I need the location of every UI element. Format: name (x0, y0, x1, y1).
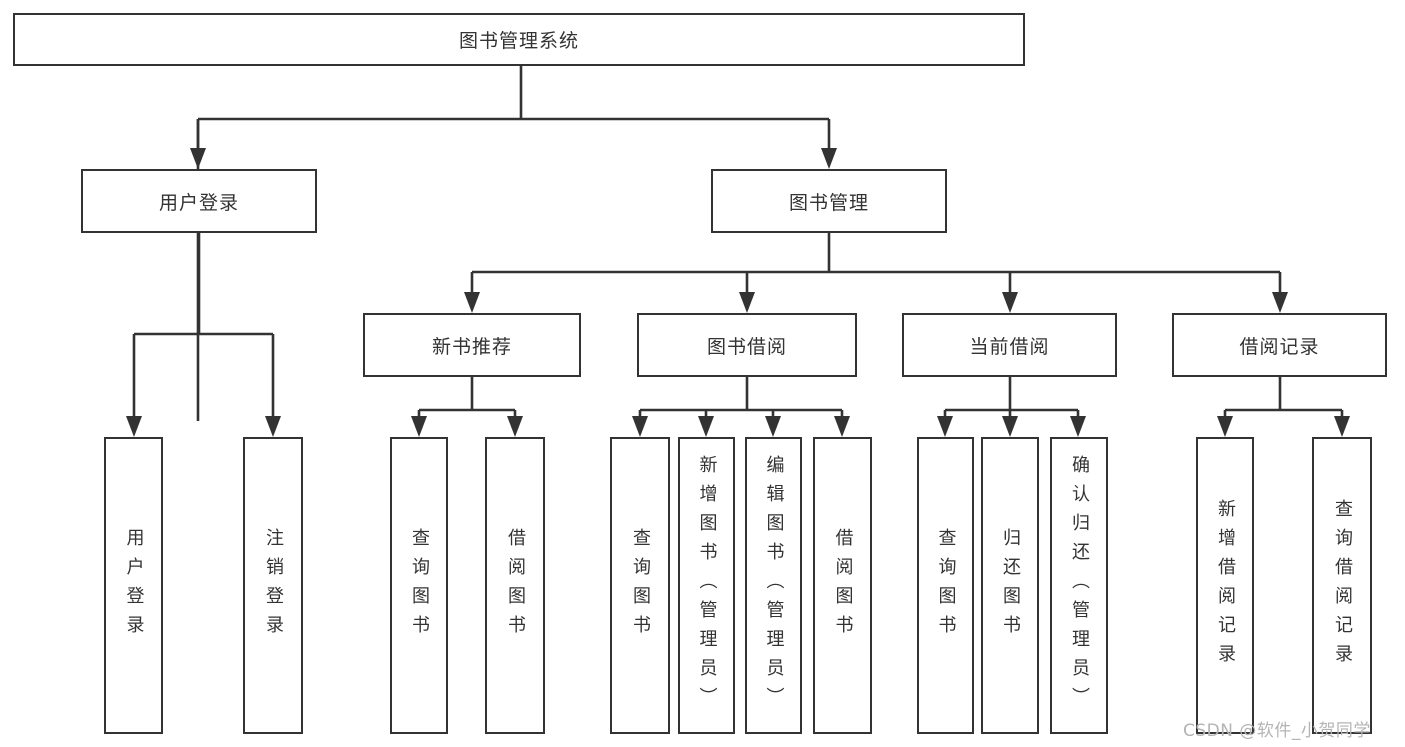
leaf-add-book-admin: 新增图书（管理员） (678, 437, 735, 734)
arrowhead (698, 416, 714, 437)
node-current-borrowing: 当前借阅 (902, 313, 1117, 377)
arrowhead (632, 416, 648, 437)
leaf-query-borrow-record: 查询借阅记录 (1312, 437, 1372, 734)
leaf-user-login: 用户登录 (104, 437, 163, 734)
csdn-watermark: CSDN @软件_小贺同学 (1183, 721, 1371, 741)
arrowhead (739, 292, 755, 313)
node-book-management: 图书管理 (711, 169, 947, 233)
node-library-management-system: 图书管理系统 (13, 13, 1025, 66)
arrowhead (1070, 416, 1086, 437)
leaf-borrow-books: 借阅图书 (813, 437, 872, 734)
arrowhead (411, 416, 427, 437)
leaf-borrow-books-recommend: 借阅图书 (485, 437, 545, 734)
leaf-confirm-return-admin: 确认归还（管理员） (1050, 437, 1108, 734)
arrowhead (1002, 292, 1018, 313)
arrowhead (834, 416, 850, 437)
arrowhead (126, 416, 142, 437)
arrowhead (190, 148, 206, 169)
leaf-edit-book-admin: 编辑图书（管理员） (745, 437, 802, 734)
arrowhead (1334, 416, 1350, 437)
leaf-query-books-borrow: 查询图书 (610, 437, 670, 734)
leaf-return-books: 归还图书 (981, 437, 1039, 734)
arrowhead (937, 416, 953, 437)
arrowhead (1272, 292, 1288, 313)
leaf-query-books-recommend: 查询图书 (390, 437, 448, 734)
leaf-add-borrow-record: 新增借阅记录 (1196, 437, 1254, 734)
node-user-login: 用户登录 (81, 169, 317, 233)
leaf-logout: 注销登录 (243, 437, 303, 734)
node-borrowing-records: 借阅记录 (1172, 313, 1387, 377)
arrowhead (821, 148, 837, 169)
arrowhead (1217, 416, 1233, 437)
arrowhead (507, 416, 523, 437)
arrowhead (765, 416, 781, 437)
arrowhead (1002, 416, 1018, 437)
arrowhead (464, 292, 480, 313)
node-new-book-recommendation: 新书推荐 (363, 313, 581, 377)
leaf-query-books-current: 查询图书 (917, 437, 974, 734)
node-book-borrowing: 图书借阅 (637, 313, 857, 377)
arrowhead (265, 416, 281, 437)
